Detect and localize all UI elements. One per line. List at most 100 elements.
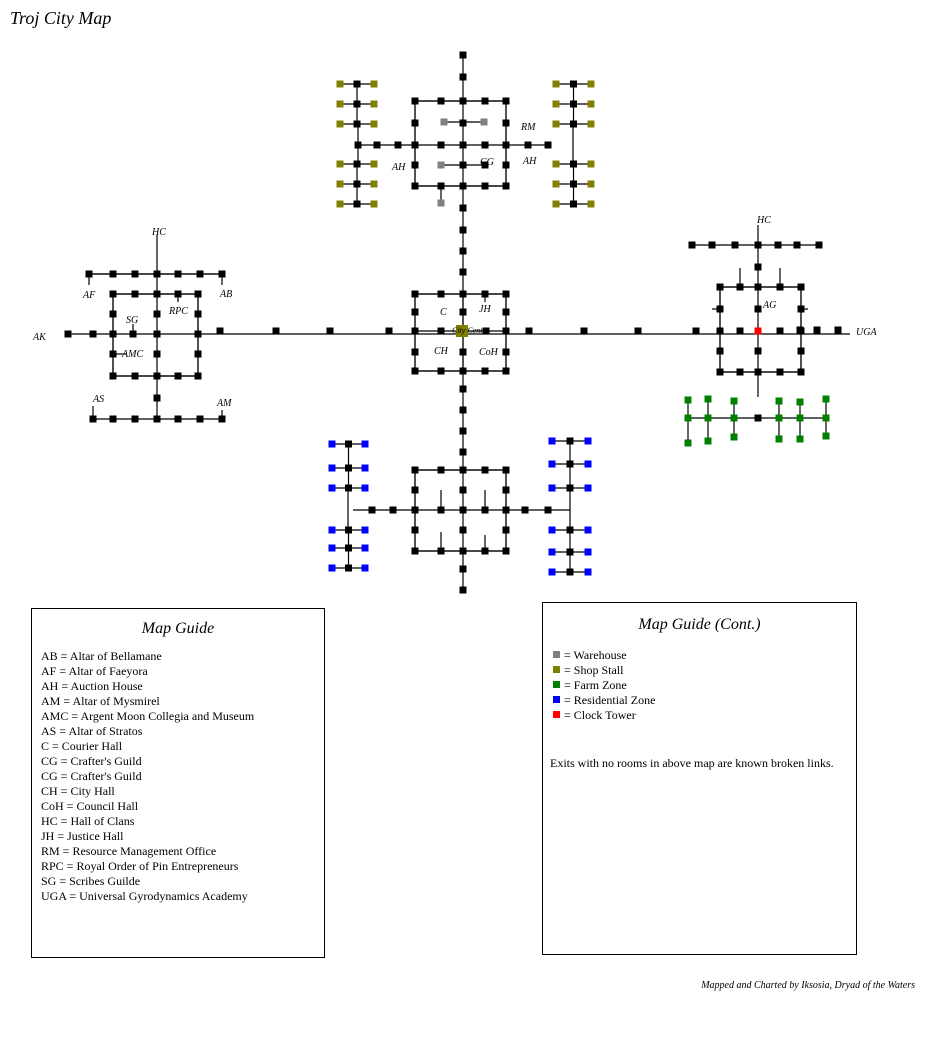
room-marker [326,327,334,335]
room-marker [174,415,182,423]
room-marker [194,290,202,298]
room-marker [525,327,533,335]
room-marker [754,414,762,422]
map-label-c: C [440,307,447,318]
room-marker [174,270,182,278]
room-marker [502,97,510,105]
room-marker [502,119,510,127]
guide-entry: HC = Hall of Clans [41,814,135,828]
warehouse-marker [480,118,488,126]
room-marker [153,310,161,318]
room-marker [411,348,419,356]
room-marker [459,247,467,255]
farm-marker [684,439,692,447]
room-marker [131,415,139,423]
city-center-marker [456,325,468,337]
room-marker [736,327,744,335]
room-marker [131,290,139,298]
room-marker [481,466,489,474]
room-marker [502,348,510,356]
room-marker [437,506,445,514]
room-marker [85,270,93,278]
room-marker [194,330,202,338]
room-marker [570,180,577,188]
shop-stall-marker [552,80,560,88]
map-label-sg: SG [126,315,138,326]
map-title: Troj City Map [10,8,112,28]
room-marker [437,182,445,190]
room-marker [459,486,467,494]
farm-marker [730,397,738,405]
room-marker [459,226,467,234]
room-marker [89,330,97,338]
room-marker [411,182,419,190]
room-marker [411,526,419,534]
farm-marker [822,432,830,440]
warehouse-marker [437,199,445,207]
room-marker [385,327,393,335]
zone-label: = Clock Tower [564,708,636,722]
shop-stall-marker [370,180,378,188]
residential-marker [361,564,369,572]
shop-stall-marker [587,120,595,128]
room-marker [194,372,202,380]
map-label-hc-west: HC [151,227,166,238]
room-marker [502,506,510,514]
room-marker [459,586,467,594]
shop-stall-marker [336,180,344,188]
warehouse-marker [437,161,445,169]
shop-stall-marker [552,200,560,208]
room-marker [481,367,489,375]
room-marker [502,486,510,494]
shop-stall-marker [587,180,595,188]
room-marker [834,326,842,334]
guide-entry: CoH = Council Hall [41,799,139,813]
room-marker [437,547,445,555]
shop-stall-marker [370,120,378,128]
room-marker [354,141,362,149]
room-marker [194,310,202,318]
room-marker [129,330,137,338]
zone-legend-item: = Warehouse [553,648,655,663]
map-connections [68,55,850,590]
room-marker [459,290,467,298]
residential-marker [361,440,369,448]
room-marker [754,305,762,313]
room-marker [481,97,489,105]
room-marker [521,506,529,514]
map-label-ch: CH [434,346,449,357]
map-guide-title: Map Guide [141,620,215,637]
farm-marker [775,414,783,422]
room-marker [793,241,801,249]
room-marker [437,466,445,474]
residential-marker [328,440,336,448]
room-marker [502,308,510,316]
shop-stall-marker [587,200,595,208]
room-marker [437,97,445,105]
map-label-rm: RM [520,122,536,133]
room-marker [524,141,532,149]
room-marker [437,290,445,298]
room-marker [411,506,419,514]
room-marker [566,484,574,492]
residential-marker [584,437,592,445]
room-marker [459,268,467,276]
room-marker [754,368,762,376]
room-marker [544,141,552,149]
guide-entry: CH = City Hall [41,784,115,798]
residential-marker [548,437,556,445]
room-marker [502,526,510,534]
room-marker [570,100,577,108]
room-marker [815,241,823,249]
shop-stall-marker [336,120,344,128]
room-marker [411,367,419,375]
room-marker [411,308,419,316]
room-marker [196,415,204,423]
guide-entry: AH = Auction House [41,679,143,693]
room-marker [754,241,762,249]
room-marker [437,141,445,149]
room-marker [437,367,445,375]
